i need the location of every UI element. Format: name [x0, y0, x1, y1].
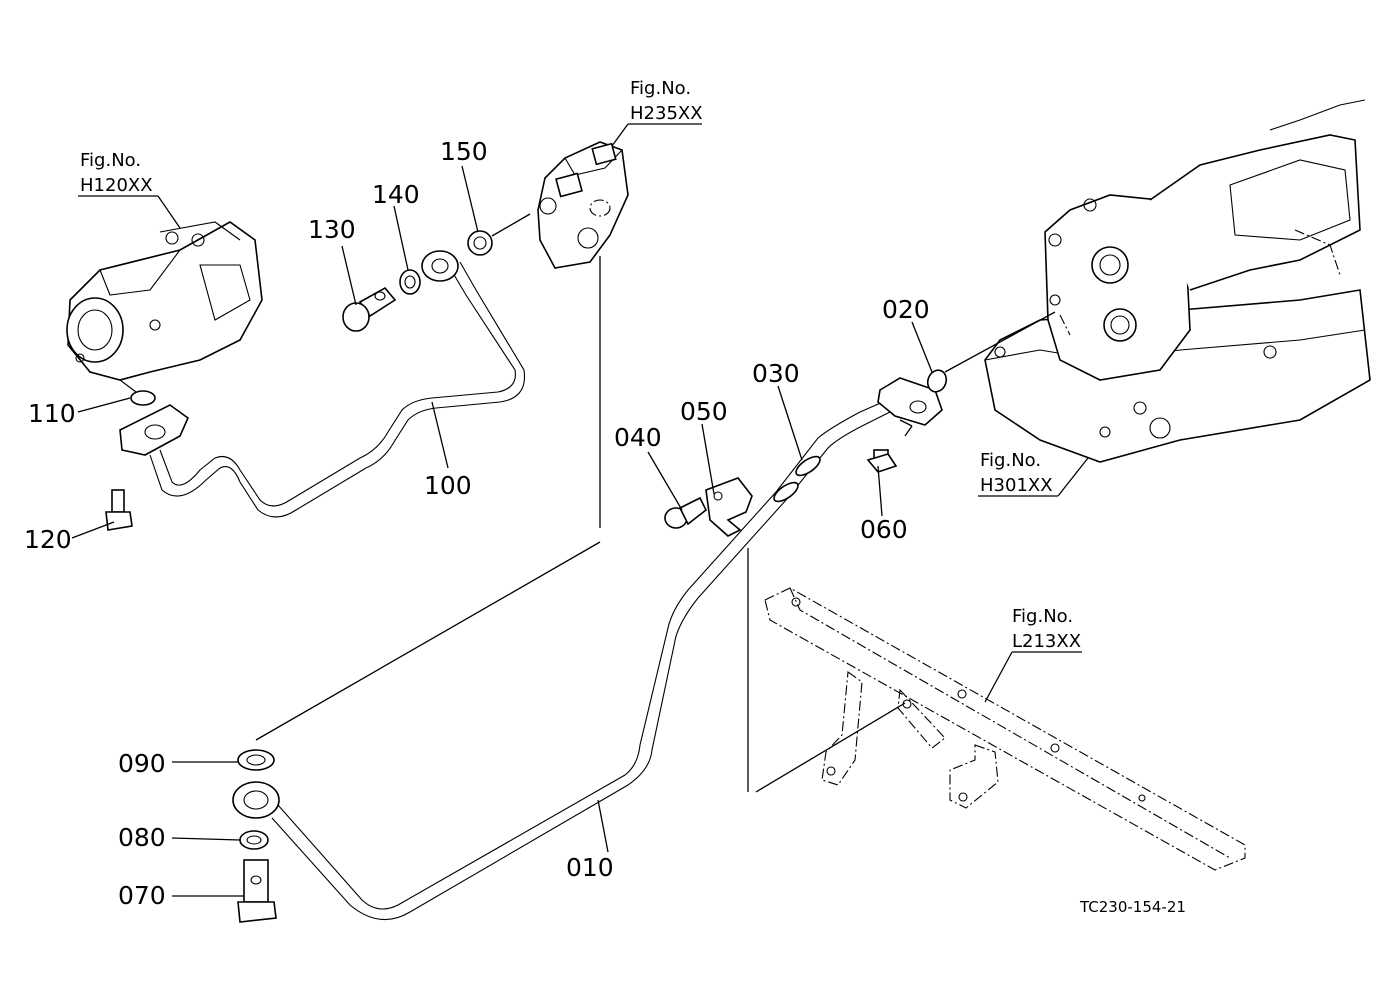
part-label-070: 070	[118, 881, 166, 910]
hydraulic-pump	[66, 221, 263, 396]
fig-ref-l213-line1: Fig.No.	[1012, 606, 1073, 627]
part-label-100: 100	[424, 471, 472, 500]
part-label-110: 110	[28, 399, 76, 428]
o-ring-020	[926, 369, 948, 393]
part-label-080: 080	[118, 823, 166, 852]
drawing-code: TC230-154-21	[1079, 898, 1186, 916]
washer-150	[467, 230, 493, 256]
fig-ref-h120-line1: Fig.No.	[80, 150, 141, 171]
band-030	[773, 455, 821, 503]
frame-rail	[764, 587, 1246, 871]
washer-080	[239, 830, 269, 850]
bolt-120	[105, 489, 133, 531]
bolt-060	[866, 449, 898, 473]
part-label-050: 050	[680, 397, 728, 426]
pipe-010	[271, 397, 899, 921]
fig-ref-h235-line2: H235XX	[630, 103, 703, 124]
part-label-010: 010	[566, 853, 614, 882]
eye-010	[232, 781, 280, 819]
part-label-140: 140	[372, 180, 420, 209]
control-valve	[537, 141, 629, 269]
part-label-150: 150	[440, 137, 488, 166]
clamp-050	[705, 477, 753, 537]
part-label-130: 130	[308, 215, 356, 244]
pipe-100	[149, 261, 526, 518]
banjo-bolt-130	[342, 286, 397, 332]
part-label-030: 030	[752, 359, 800, 388]
fig-ref-h301-line1: Fig.No.	[980, 450, 1041, 471]
bolt-040	[664, 496, 708, 529]
part-label-090: 090	[118, 749, 166, 778]
part-label-060: 060	[860, 515, 908, 544]
washer-140	[399, 269, 421, 295]
transmission-housing	[984, 99, 1371, 463]
washer-090	[237, 749, 275, 771]
part-label-040: 040	[614, 423, 662, 452]
fig-ref-h120-line2: H120XX	[80, 175, 153, 196]
o-ring-110	[130, 390, 156, 406]
part-label-020: 020	[882, 295, 930, 324]
flange-010	[877, 377, 943, 426]
banjo-bolt-070	[237, 859, 277, 923]
fig-ref-h301-line2: H301XX	[980, 475, 1053, 496]
flange-100	[119, 404, 189, 456]
eye-100	[421, 250, 459, 282]
fig-ref-l213-line2: L213XX	[1012, 631, 1081, 652]
part-label-120: 120	[24, 525, 72, 554]
fig-ref-h235-line1: Fig.No.	[630, 78, 691, 99]
